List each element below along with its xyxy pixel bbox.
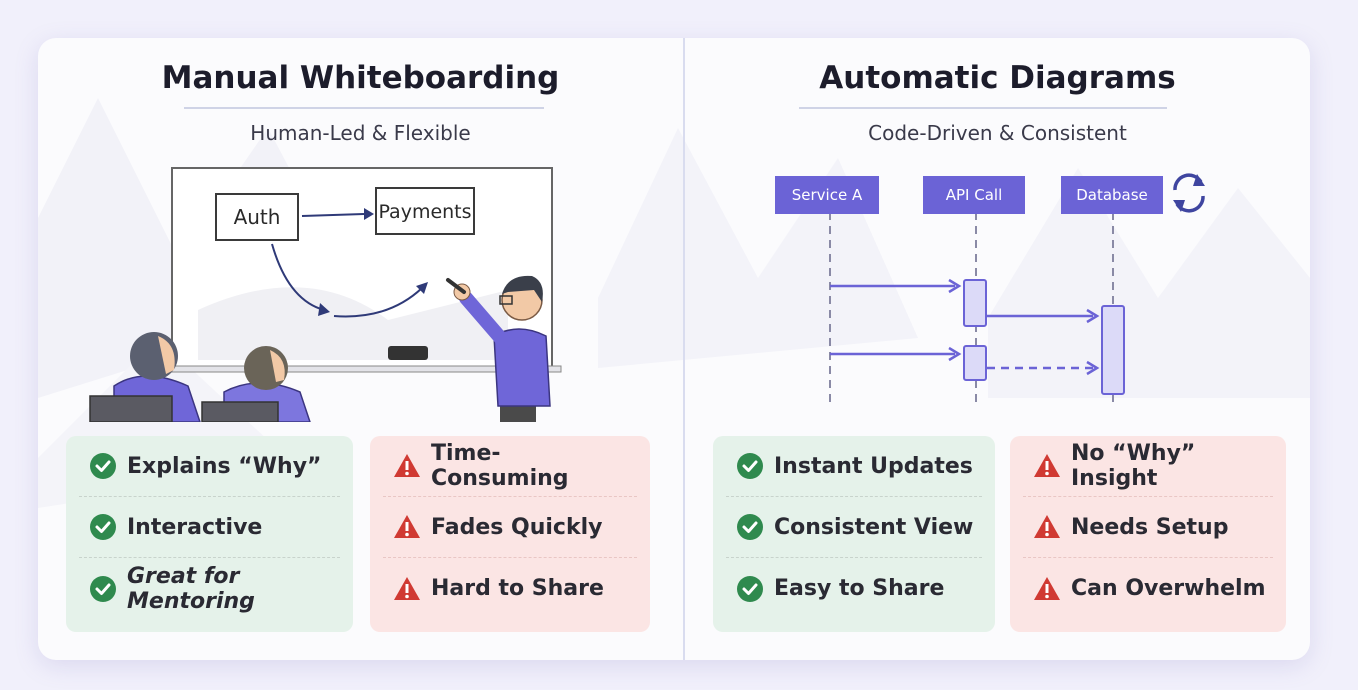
list-item: Hard to Share xyxy=(383,558,637,619)
cons-box: No “Why” Insight Needs Setup Can Overwhe… xyxy=(1010,436,1286,632)
warning-icon xyxy=(394,454,420,477)
check-circle-icon xyxy=(737,514,763,540)
pros-box: Explains “Why” Interactive Great for Men… xyxy=(66,436,353,632)
pros-box: Instant Updates Consistent View Easy to … xyxy=(713,436,995,632)
manual-panel: Manual Whiteboarding Human-Led & Flexibl… xyxy=(38,38,683,660)
participant-box xyxy=(1061,176,1163,214)
payments-label: Payments xyxy=(378,201,471,223)
panel-title: Automatic Diagrams xyxy=(819,60,1176,96)
check-circle-icon xyxy=(737,575,763,602)
activation-bar xyxy=(963,345,987,381)
warning-icon xyxy=(1034,454,1060,477)
check-circle-icon xyxy=(90,453,116,479)
participant-box xyxy=(923,176,1025,214)
title-underline xyxy=(184,107,544,109)
item-label: Time-Consuming xyxy=(431,441,569,491)
item-label: Interactive xyxy=(127,514,263,540)
item-label: Easy to Share xyxy=(774,576,945,601)
panel-subtitle: Code-Driven & Consistent xyxy=(868,121,1127,145)
warning-icon xyxy=(394,515,420,538)
item-label: Great for Mentoring xyxy=(127,563,255,614)
list-item: Instant Updates xyxy=(726,436,982,497)
list-item: Time-Consuming xyxy=(383,436,637,497)
list-item: Interactive xyxy=(79,497,340,558)
audience-figures xyxy=(89,332,311,422)
item-label: Consistent View xyxy=(774,514,974,540)
list-item: Can Overwhelm xyxy=(1023,558,1273,619)
participant-label: API Call xyxy=(946,186,1003,204)
auth-label: Auth xyxy=(234,205,281,229)
item-label: Explains “Why” xyxy=(127,453,322,479)
presenter-figure xyxy=(446,275,551,422)
whiteboard-illustration: Auth Payments xyxy=(89,167,562,422)
automatic-panel: Automatic Diagrams Code-Driven & Consist… xyxy=(685,38,1310,660)
title-underline xyxy=(799,107,1167,109)
payments-box xyxy=(375,187,475,235)
item-label: Instant Updates xyxy=(774,453,973,479)
participant-box xyxy=(775,176,879,214)
list-item: Easy to Share xyxy=(726,558,982,619)
item-label: Needs Setup xyxy=(1071,514,1229,540)
list-item: Explains “Why” xyxy=(79,436,340,497)
eraser xyxy=(388,346,428,360)
activation-bar xyxy=(1101,305,1125,395)
list-item: Fades Quickly xyxy=(383,497,637,558)
warning-icon xyxy=(394,576,420,600)
warning-icon xyxy=(1034,515,1060,538)
list-item: Great for Mentoring xyxy=(79,558,340,619)
activation-bar xyxy=(963,279,987,327)
comparison-card: Manual Whiteboarding Human-Led & Flexibl… xyxy=(38,38,1310,660)
refresh-icon xyxy=(1173,173,1205,213)
check-circle-icon xyxy=(90,575,116,602)
warning-icon xyxy=(1034,576,1060,600)
list-item: Consistent View xyxy=(726,497,982,558)
list-item: No “Why” Insight xyxy=(1023,436,1273,497)
participant-label: Service A xyxy=(792,186,863,204)
item-label: No “Why” Insight xyxy=(1071,441,1196,491)
panel-subtitle: Human-Led & Flexible xyxy=(250,121,471,145)
item-label: Fades Quickly xyxy=(431,514,603,540)
cons-box: Time-Consuming Fades Quickly Hard to Sha… xyxy=(370,436,650,632)
item-label: Can Overwhelm xyxy=(1071,576,1266,601)
panel-title: Manual Whiteboarding xyxy=(161,60,560,96)
check-circle-icon xyxy=(737,453,763,479)
sequence-diagram: Service A API Call Database xyxy=(775,173,1205,408)
panel-divider xyxy=(683,38,685,660)
participant-label: Database xyxy=(1076,186,1148,204)
auth-box xyxy=(215,193,299,241)
list-item: Needs Setup xyxy=(1023,497,1273,558)
check-circle-icon xyxy=(90,514,116,540)
item-label: Hard to Share xyxy=(431,576,604,601)
